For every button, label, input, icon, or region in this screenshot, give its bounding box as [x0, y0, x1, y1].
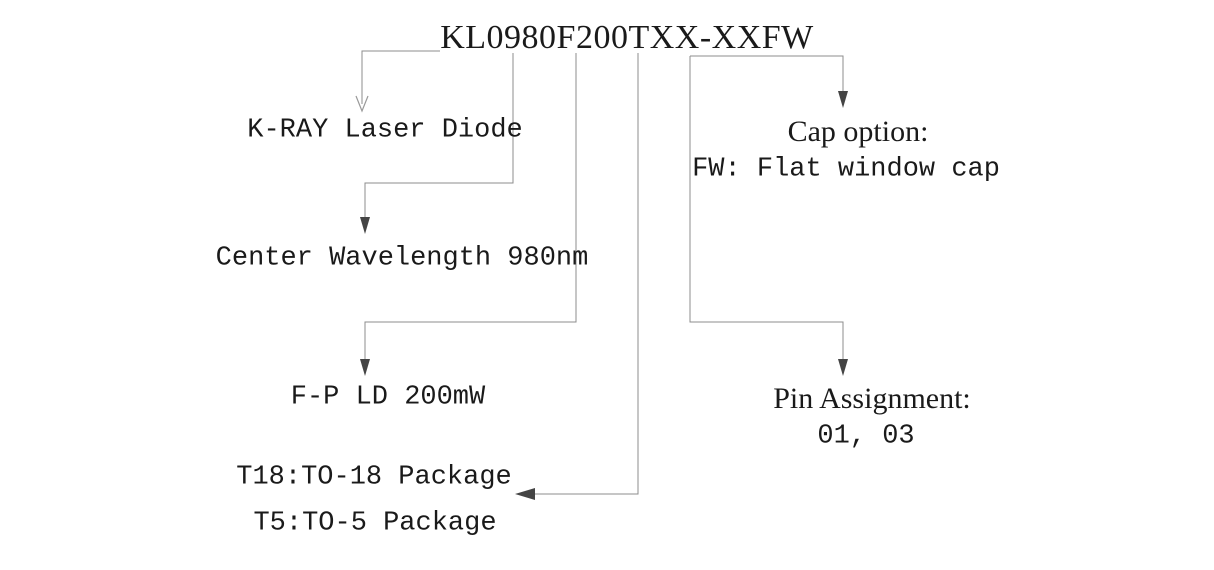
package-label-line2: T5:TO-5 Package: [253, 508, 497, 539]
pin-arrow-down-icon: [838, 359, 848, 376]
power-connector-line: [364, 53, 577, 362]
wavelength-label: Center Wavelength 980nm: [215, 243, 589, 274]
package-connector-line: [534, 53, 639, 495]
part-number-title: KL0980F200TXX-XXFW: [440, 19, 814, 56]
package-arrow-left-icon: [515, 488, 535, 500]
pin-assignment-value: 01, 03: [817, 421, 915, 452]
cap-option-title: Cap option:: [787, 115, 929, 148]
package-label-line1: T18:TO-18 Package: [236, 462, 512, 493]
cap-option-value: FW: Flat window cap: [692, 154, 1000, 185]
power-arrow-down-icon: [360, 359, 370, 376]
pin-connector-line: [689, 56, 844, 362]
power-label: F-P LD 200mW: [290, 382, 486, 413]
series-connector-line: [361, 50, 440, 104]
pin-assignment-title: Pin Assignment:: [773, 382, 971, 415]
wavelength-arrow-down-icon: [360, 217, 370, 234]
cap-arrow-down-icon: [838, 91, 848, 108]
cap-connector-line: [690, 55, 844, 94]
series-label: K-RAY Laser Diode: [247, 115, 523, 146]
wavelength-connector-line: [364, 53, 514, 220]
series-open-arrow-icon: [355, 95, 369, 113]
